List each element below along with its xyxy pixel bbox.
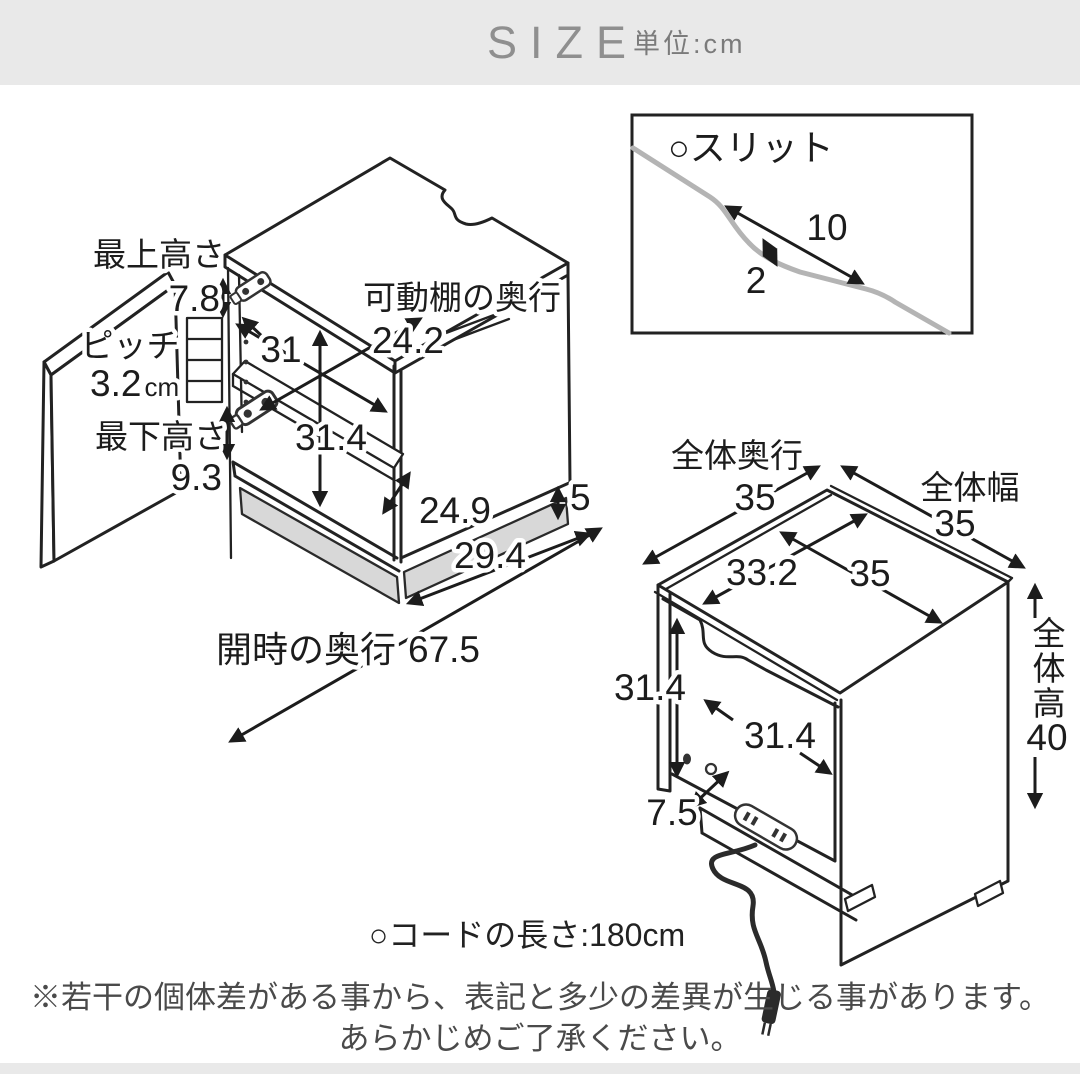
overall-width-value: 35	[934, 503, 975, 544]
open-door-inner-face	[49, 283, 183, 563]
top-height-label: 最上高さ	[93, 236, 225, 273]
inner-width-value: 31	[260, 329, 301, 370]
footer-bar	[0, 1063, 1080, 1074]
hinge-bottom-icon	[228, 389, 279, 430]
page-title: SIZE	[487, 17, 640, 68]
dim-open-depth-67-5	[228, 527, 603, 743]
power-cord	[709, 842, 777, 995]
dim-top-width-35	[779, 531, 943, 624]
shelf-depth-value: 24.2	[372, 320, 444, 361]
disclaimer-line1: ※若干の個体差がある事から、表記と多少の差異が生じる事があります。	[30, 980, 1050, 1015]
dim-31-leader-arrow	[241, 316, 268, 342]
screw-knob	[704, 762, 718, 776]
bottom-height-label: 最下高さ	[95, 418, 227, 455]
left-cabinet-top-face	[223, 156, 570, 363]
overall-width-label: 全体幅	[921, 469, 1020, 506]
pitch-label: ピッチ	[81, 327, 180, 364]
dim-overall-width-35	[840, 465, 1026, 569]
bottom-height-value: 9.3	[171, 457, 222, 498]
back-inner-height-value: 31.4	[614, 667, 686, 708]
bottom-board-edges-right	[698, 806, 858, 922]
shelf-depth-label: 可動棚の奥行	[363, 279, 561, 316]
power-outlet-strip	[733, 803, 799, 851]
base-height-value: 5	[570, 477, 591, 518]
cord-length-note: ○コードの長さ:180cm	[368, 917, 686, 953]
overall-height-value: 40	[1026, 717, 1067, 758]
slit-detail-box: ○スリット 10 2	[630, 113, 974, 336]
pitch-bracket	[185, 316, 224, 404]
dim-bottom-gap-7-5	[689, 770, 730, 809]
slit-depth-value: 2	[746, 260, 767, 301]
unit-label: 単位:cm	[633, 29, 746, 59]
bottom-width-value: 29.4	[454, 535, 526, 576]
slit-title: ○スリット	[668, 127, 834, 168]
disclaimer-line2: あらかじめご了承ください。	[338, 1021, 742, 1056]
back-inner-width-value: 31.4	[744, 715, 816, 756]
inner-height-value: 31.4	[295, 417, 367, 458]
overall-height-label: 全体高	[1028, 616, 1065, 721]
shelf-depth-leader	[444, 310, 511, 342]
dim-slit-depth-2	[762, 238, 778, 267]
top-inner-depth-value: 33.2	[726, 552, 798, 593]
overall-depth-label: 全体奥行	[671, 437, 803, 474]
foot-right	[973, 879, 1005, 908]
dim-slit-length-10	[724, 205, 865, 285]
header-bar: SIZE 単位:cm	[0, 0, 1080, 85]
bottom-gap-value: 7.5	[646, 792, 697, 833]
dim-back-width-arrow-a	[703, 699, 734, 722]
overall-depth-value: 35	[734, 477, 775, 518]
cord-hole	[683, 753, 691, 765]
hinge-top-icon	[229, 271, 272, 305]
slit-length-value: 10	[806, 207, 847, 248]
right-cabinet-illustration: 全体奥行 35 全体幅 35 33.2 35 31.4 31.4 7.5 40	[609, 433, 1072, 1036]
bottom-depth-value: 24.9	[419, 490, 491, 531]
dim-bottom-depth-24-9	[382, 471, 411, 515]
power-plug-icon	[761, 989, 781, 1036]
foot-left	[843, 883, 877, 913]
top-width-value: 35	[849, 553, 890, 594]
top-height-value: 7.8	[169, 278, 220, 319]
dim-inner-depth	[259, 317, 423, 411]
back-panel-slit-edge	[661, 597, 840, 709]
dim-back-width-arrow-b	[799, 751, 833, 775]
